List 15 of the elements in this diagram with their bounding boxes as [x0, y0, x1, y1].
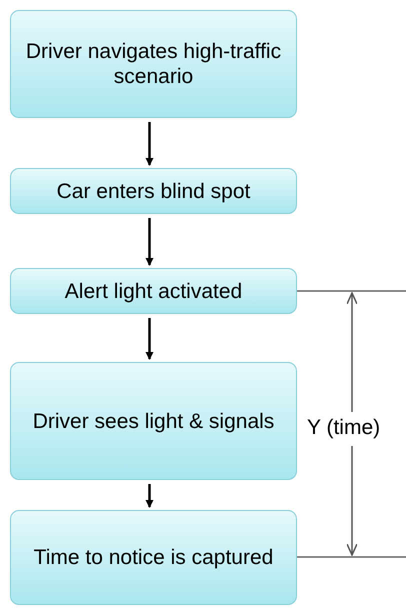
box-text: Car enters blind spot [56, 178, 250, 204]
box-text: Time to notice is captured [34, 545, 274, 570]
process-box [10, 510, 297, 605]
arrow [146, 484, 154, 508]
arrow [146, 122, 154, 166]
process-box [10, 362, 297, 480]
box-text: Alert light activated [64, 278, 242, 304]
arrow [146, 218, 154, 266]
dimension-label: Y (time) [307, 416, 380, 440]
process-box [10, 10, 297, 118]
process-box [10, 168, 297, 214]
process-box [10, 268, 297, 314]
arrow [146, 318, 154, 360]
box-text: Driver navigates high-traffic scenario [24, 39, 282, 89]
box-text: Driver sees light & signals [32, 408, 274, 434]
